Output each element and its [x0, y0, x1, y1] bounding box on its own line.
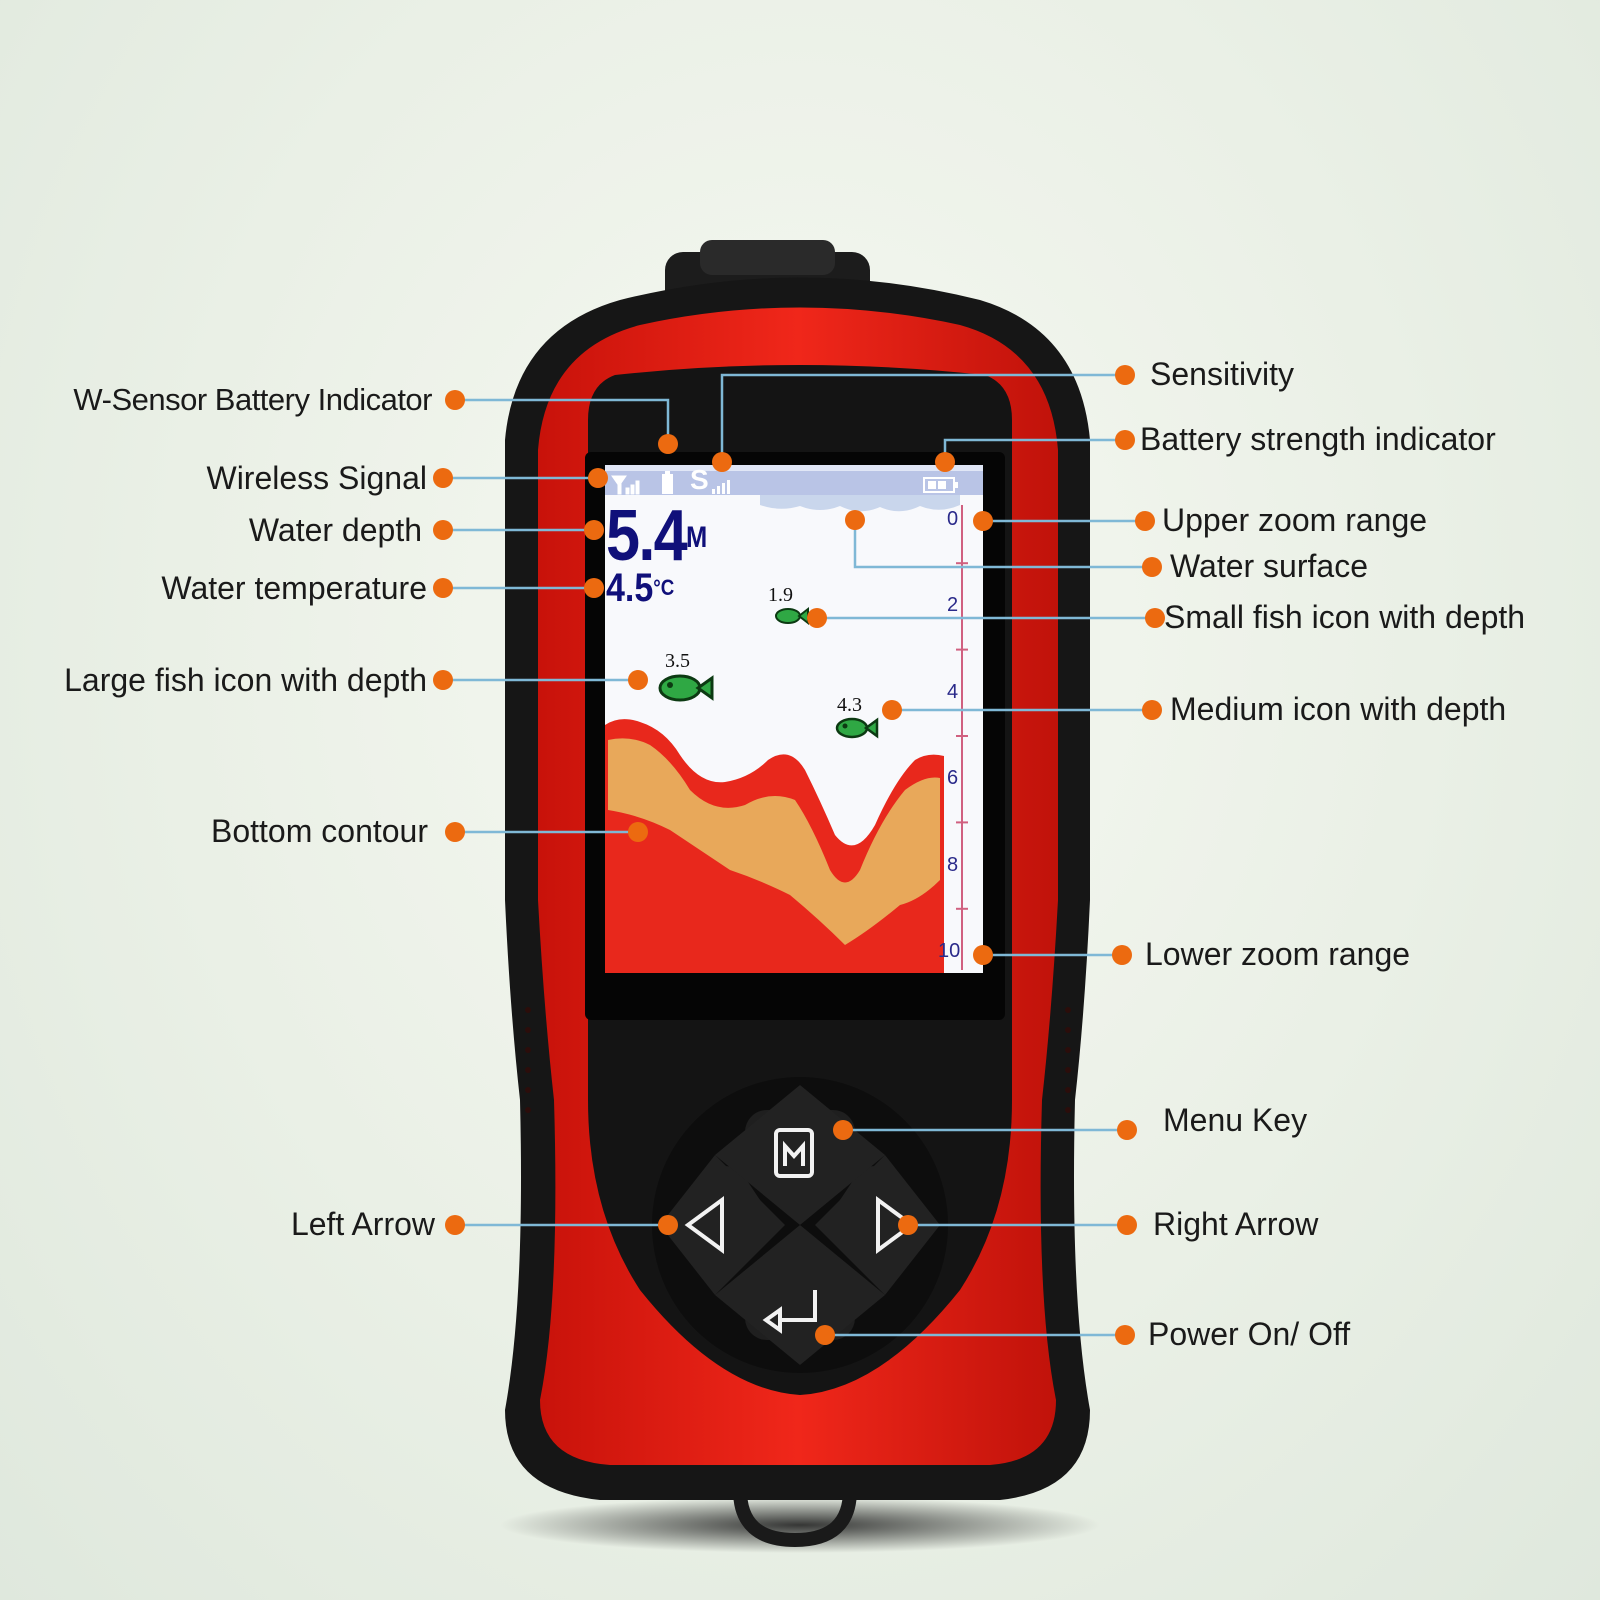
- depth-scale-label: 8: [947, 853, 959, 876]
- water-depth-unit: M: [685, 521, 707, 554]
- water-surface-band: [760, 495, 960, 512]
- marker-dot: [433, 520, 453, 540]
- label-left-arrow: Left Arrow: [290, 1206, 435, 1242]
- connector-sensitivity: [720, 373, 1125, 462]
- label-large-fish: Large fish icon with depth: [64, 662, 427, 698]
- depth-scale-label: 10: [938, 940, 961, 962]
- marker-dot: [628, 670, 648, 690]
- marker-dot: [845, 510, 865, 530]
- bottom-contour-sand: [608, 738, 940, 945]
- right-arrow-icon: [876, 1196, 916, 1254]
- medium-fish-icon: [835, 717, 879, 739]
- connector-battery-strength: [943, 438, 1125, 462]
- marker-dot: [433, 670, 453, 690]
- marker-dot: [898, 1215, 918, 1235]
- marker-dot: [584, 578, 604, 598]
- water-temperature-value: 4.5: [606, 566, 654, 610]
- device-shadow: [500, 1497, 1100, 1553]
- marker-dot: [658, 434, 678, 454]
- sonar-screen: [605, 465, 983, 973]
- marker-dot: [1142, 557, 1162, 577]
- marker-dot: [1117, 1215, 1137, 1235]
- marker-dot: [1115, 365, 1135, 385]
- label-right-arrow: Right Arrow: [1153, 1206, 1319, 1242]
- marker-dot: [1112, 945, 1132, 965]
- marker-dot: [712, 452, 732, 472]
- marker-dot: [1135, 511, 1155, 531]
- marker-dot: [445, 1215, 465, 1235]
- medium-fish-depth: 4.3: [837, 694, 862, 716]
- water-temperature-readout: 4.5°C: [606, 568, 674, 608]
- depth-scale-label: 4: [947, 680, 959, 703]
- marker-dot: [833, 1120, 853, 1140]
- marker-dot: [658, 1215, 678, 1235]
- large-fish-icon: [658, 674, 714, 702]
- label-water-depth: Water depth: [248, 512, 422, 548]
- marker-dot: [807, 608, 827, 628]
- label-lower-zoom: Lower zoom range: [1145, 936, 1411, 972]
- depth-scale-ticks: [956, 562, 968, 910]
- marker-dot: [445, 822, 465, 842]
- depth-scale-label: 0: [947, 508, 959, 530]
- marker-dot: [935, 452, 955, 472]
- small-fish-depth: 1.9: [768, 584, 793, 606]
- label-wireless-signal: Wireless Signal: [206, 460, 427, 496]
- water-temperature-unit: °C: [653, 575, 675, 600]
- marker-dot: [1145, 608, 1165, 628]
- marker-dot: [1115, 430, 1135, 450]
- water-depth-value: 5.4: [606, 496, 688, 576]
- lanyard-loop: [733, 1489, 857, 1548]
- marker-dot: [815, 1325, 835, 1345]
- label-battery-strength: Battery strength indicator: [1140, 421, 1496, 457]
- marker-dot: [628, 822, 648, 842]
- label-water-surface: Water surface: [1170, 548, 1368, 584]
- marker-dot: [1115, 1325, 1135, 1345]
- label-w-sensor-battery: W-Sensor Battery Indicator: [73, 382, 432, 417]
- sensitivity-bars-icon: [712, 480, 730, 494]
- marker-dot: [973, 945, 993, 965]
- marker-dot: [584, 520, 604, 540]
- label-bottom-contour: Bottom contour: [211, 813, 428, 849]
- marker-dot: [433, 578, 453, 598]
- marker-dot: [588, 468, 608, 488]
- battery-strength-icon: [923, 477, 958, 493]
- marker-dot: [433, 468, 453, 488]
- depth-scale-label: 2: [947, 594, 959, 617]
- wireless-signal-icon: [611, 475, 640, 495]
- marker-dot: [882, 700, 902, 720]
- label-upper-zoom: Upper zoom range: [1162, 502, 1428, 538]
- water-depth-readout: 5.4M: [606, 500, 707, 572]
- left-arrow-icon: [684, 1196, 724, 1254]
- marker-dot: [1117, 1120, 1137, 1140]
- marker-dot: [1142, 700, 1162, 720]
- grip-dots: [525, 1007, 1071, 1113]
- marker-dot: [973, 511, 993, 531]
- button-pad: [652, 1077, 948, 1373]
- connector-water-surface: [853, 520, 1152, 569]
- connector-w-sensor-battery: [455, 398, 670, 443]
- depth-scale-label: 6: [947, 767, 959, 790]
- label-water-temperature: Water temperature: [161, 570, 427, 606]
- power-key-icon: [762, 1290, 817, 1334]
- label-menu-key: Menu Key: [1163, 1102, 1308, 1138]
- w-sensor-battery-icon: [662, 471, 673, 494]
- label-sensitivity: Sensitivity: [1150, 356, 1295, 392]
- label-small-fish: Small fish icon with depth: [1164, 599, 1526, 635]
- marker-dot: [445, 390, 465, 410]
- label-medium-fish: Medium icon with depth: [1170, 691, 1507, 727]
- large-fish-depth: 3.5: [665, 650, 690, 672]
- menu-key-icon: [774, 1128, 814, 1178]
- sensitivity-symbol: S: [690, 464, 709, 495]
- label-power: Power On/ Off: [1148, 1316, 1351, 1352]
